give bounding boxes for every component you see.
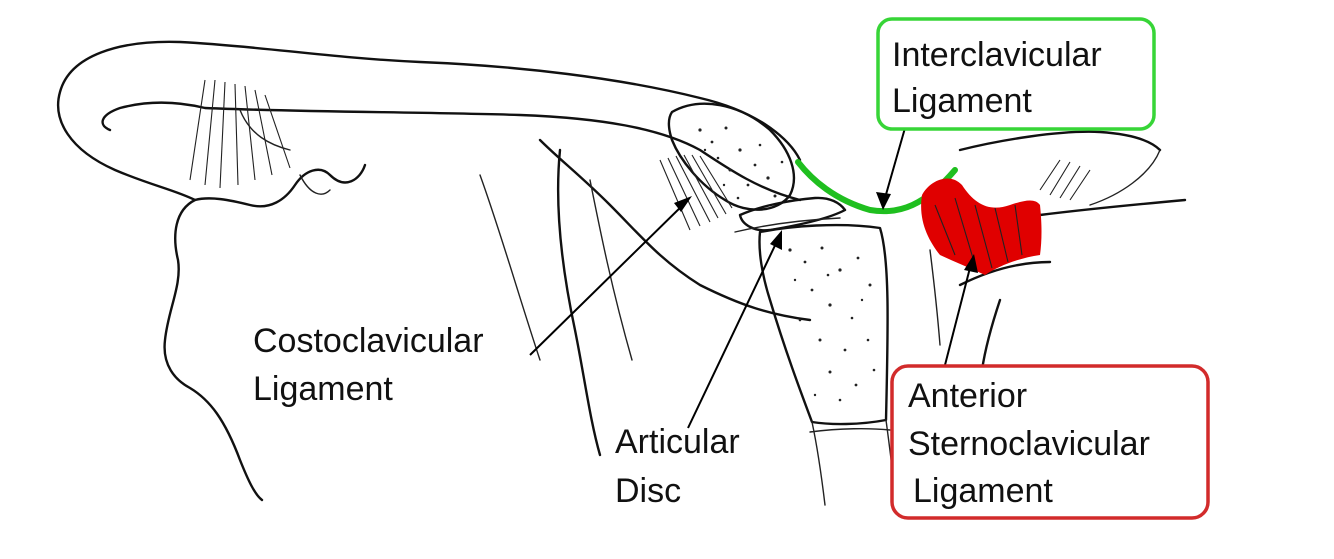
opposite-rib [958, 260, 1052, 372]
costoclavicular-label-line2: Ligament [253, 370, 393, 408]
anterior-sternoclavicular-arrowhead [964, 254, 978, 273]
labels: Interclavicular Ligament Costoclavicular… [253, 36, 1150, 510]
articular-disc-pointer [687, 234, 781, 429]
opposite-fibers [1039, 159, 1091, 201]
scapula-outline [163, 163, 367, 502]
opposite-clavicle [958, 130, 1187, 217]
first-rib-lower [556, 148, 602, 457]
manubrium-stipple [788, 246, 876, 402]
opposite-detail [929, 149, 1161, 346]
coracoclavicular-fibers [189, 79, 291, 189]
articular-disc-label-line2: Disc [615, 472, 681, 510]
anterior-sternoclavicular-label-box [890, 364, 1210, 520]
anterior-sternoclavicular-label-line1: Anterior [908, 377, 1027, 415]
pointer-lines [529, 127, 978, 429]
articular-disc-label-line1: Articular [615, 423, 740, 461]
clavicle [57, 40, 802, 202]
rib-detail [479, 174, 633, 361]
clavicle-medial-end [667, 102, 796, 211]
interclavicular-arrowhead [876, 192, 891, 210]
costoclavicular-arrowhead [674, 196, 692, 212]
first-rib [538, 138, 812, 322]
clavicle-stipple [698, 126, 784, 200]
anterior-sternoclavicular-pointer [944, 259, 973, 366]
manubrium [758, 223, 889, 426]
articular-disc-shape [738, 196, 847, 232]
anatomy-line-art [57, 40, 1187, 506]
articular-disc-arrowhead [770, 230, 782, 250]
interclavicular-label-line2: Ligament [892, 82, 1032, 120]
costoclavicular-fibers [659, 154, 733, 231]
anterior-sternoclavicular-fibers [934, 197, 1023, 269]
disc-line [734, 217, 841, 233]
scapula-inner [239, 109, 331, 195]
interclavicular-label-box [876, 17, 1156, 131]
manubrium-lower [809, 419, 897, 506]
costoclavicular-pointer [529, 199, 689, 356]
interclavicular-label-line1: Interclavicular [892, 36, 1102, 74]
costoclavicular-label-line1: Costoclavicular [253, 322, 484, 360]
anterior-sternoclavicular-label-line2: Sternoclavicular [908, 425, 1150, 463]
interclavicular-pointer [882, 127, 906, 206]
anterior-sternoclavicular-label-line3: Ligament [913, 472, 1053, 510]
